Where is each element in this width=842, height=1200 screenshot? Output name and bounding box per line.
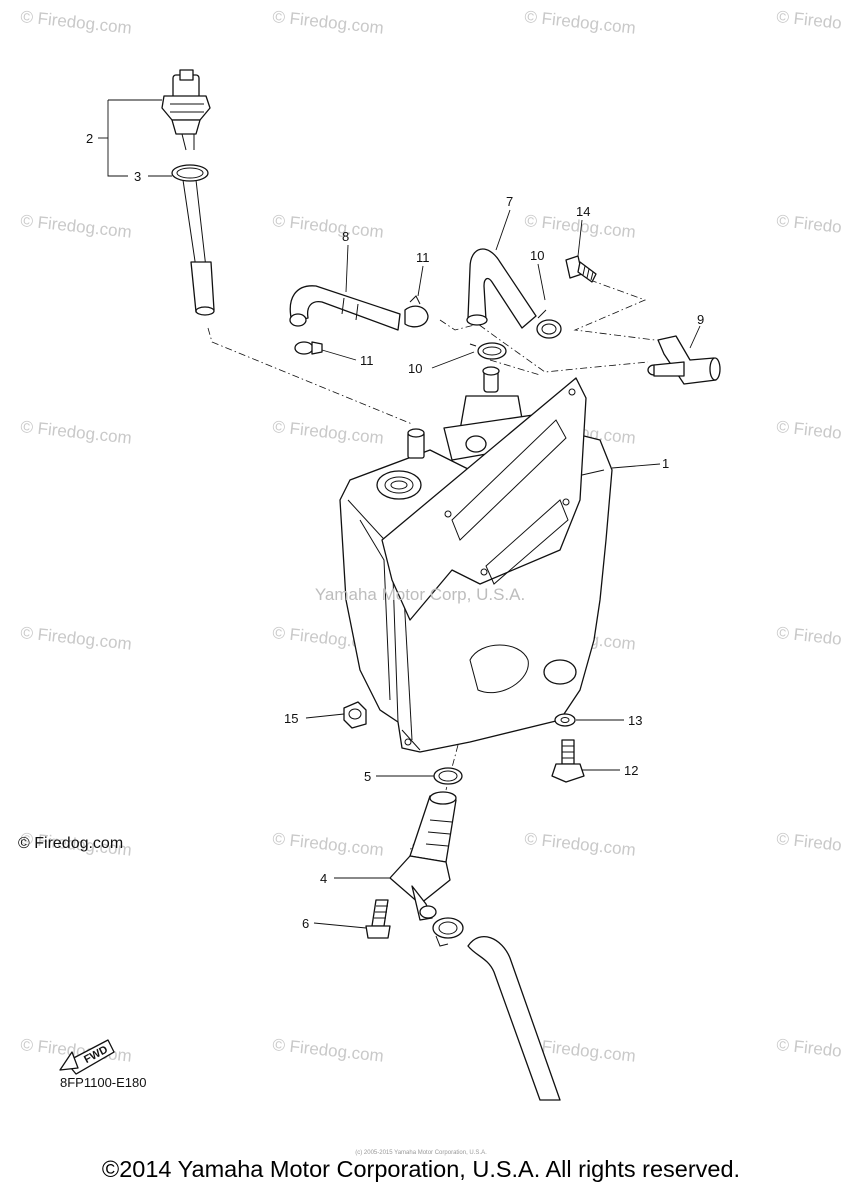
callout-1[interactable]: 1 xyxy=(662,456,669,471)
fine-print: (c) 2005-2015 Yamaha Motor Corporation, … xyxy=(355,1150,487,1156)
watermark-text: © Firedog.com xyxy=(272,1035,385,1066)
callout-10-upper[interactable]: 10 xyxy=(530,248,544,263)
callout-9[interactable]: 9 xyxy=(697,312,704,327)
callout-5[interactable]: 5 xyxy=(364,769,371,784)
clamp-11-lower[interactable] xyxy=(294,341,323,355)
watermark-text: © Firedog.com xyxy=(524,829,637,860)
hose-clamp-lower[interactable] xyxy=(432,917,464,947)
watermark-text: © Firedog.com xyxy=(272,7,385,38)
watermark-text: © Firedog.com xyxy=(776,623,842,654)
watermark-text: © Firedog.com xyxy=(272,211,385,242)
callout-2[interactable]: 2 xyxy=(86,131,93,146)
copyright-footer: ©2014 Yamaha Motor Corporation, U.S.A. A… xyxy=(101,1156,741,1182)
leader-lines xyxy=(98,99,701,929)
callout-7[interactable]: 7 xyxy=(506,194,513,209)
breather-hose-8[interactable] xyxy=(289,285,429,331)
callout-3[interactable]: 3 xyxy=(134,169,141,184)
callout-10-lower[interactable]: 10 xyxy=(408,361,422,376)
watermark-text: © Firedog.com xyxy=(776,7,842,38)
clamp-10-upper[interactable] xyxy=(536,309,562,339)
callout-6[interactable]: 6 xyxy=(302,916,309,931)
callout-11-lower[interactable]: 11 xyxy=(360,353,374,368)
callout-11-upper[interactable]: 11 xyxy=(416,250,430,265)
elbow-joint-9[interactable] xyxy=(647,335,721,385)
damper-15[interactable] xyxy=(343,701,367,729)
o-ring-5[interactable] xyxy=(433,767,463,785)
brand-watermark: © Firedog.com xyxy=(18,835,123,852)
callout-15[interactable]: 15 xyxy=(284,711,298,726)
feed-hose-lower[interactable] xyxy=(467,936,561,1101)
watermark-text: © Firedog.com xyxy=(20,7,133,38)
watermark-text: © Firedog.com xyxy=(776,829,842,860)
watermark-text: © Firedog.com xyxy=(272,829,385,860)
callout-4[interactable]: 4 xyxy=(320,871,327,886)
watermark-text: © Firedog.com xyxy=(20,623,133,654)
washer-13[interactable] xyxy=(554,713,576,727)
callout-13[interactable]: 13 xyxy=(628,713,642,728)
oil-tank[interactable] xyxy=(339,377,613,753)
watermark-text: © Firedog.com xyxy=(20,417,133,448)
oil-level-gauge-assembly[interactable] xyxy=(161,69,215,316)
watermark-text: © Firedog.com xyxy=(776,417,842,448)
watermark-text: © Firedog.com xyxy=(272,417,385,448)
callout-8[interactable]: 8 xyxy=(342,229,349,244)
callout-labels: 1 2 3 4 5 6 7 8 9 10 10 11 11 12 13 14 1… xyxy=(86,131,704,931)
watermark-text: © Firedog.com xyxy=(776,211,842,242)
watermark-text: © Firedog.com xyxy=(524,7,637,38)
watermark-text: © Firedog.com xyxy=(20,211,133,242)
watermark-text: © Firedog.com xyxy=(776,1035,842,1066)
bolt-12[interactable] xyxy=(551,739,585,783)
callout-14[interactable]: 14 xyxy=(576,204,590,219)
clamp-10-lower[interactable] xyxy=(469,342,507,360)
diagram-code: 8FP1100-E180 xyxy=(60,1075,147,1090)
breather-hose-7[interactable] xyxy=(466,248,537,329)
callout-12[interactable]: 12 xyxy=(624,763,638,778)
oil-strainer-4[interactable] xyxy=(389,791,457,921)
bolt-6[interactable] xyxy=(365,899,391,939)
bolt-14[interactable] xyxy=(565,255,597,283)
center-watermark: Yamaha Motor Corp, U.S.A. xyxy=(315,585,525,604)
